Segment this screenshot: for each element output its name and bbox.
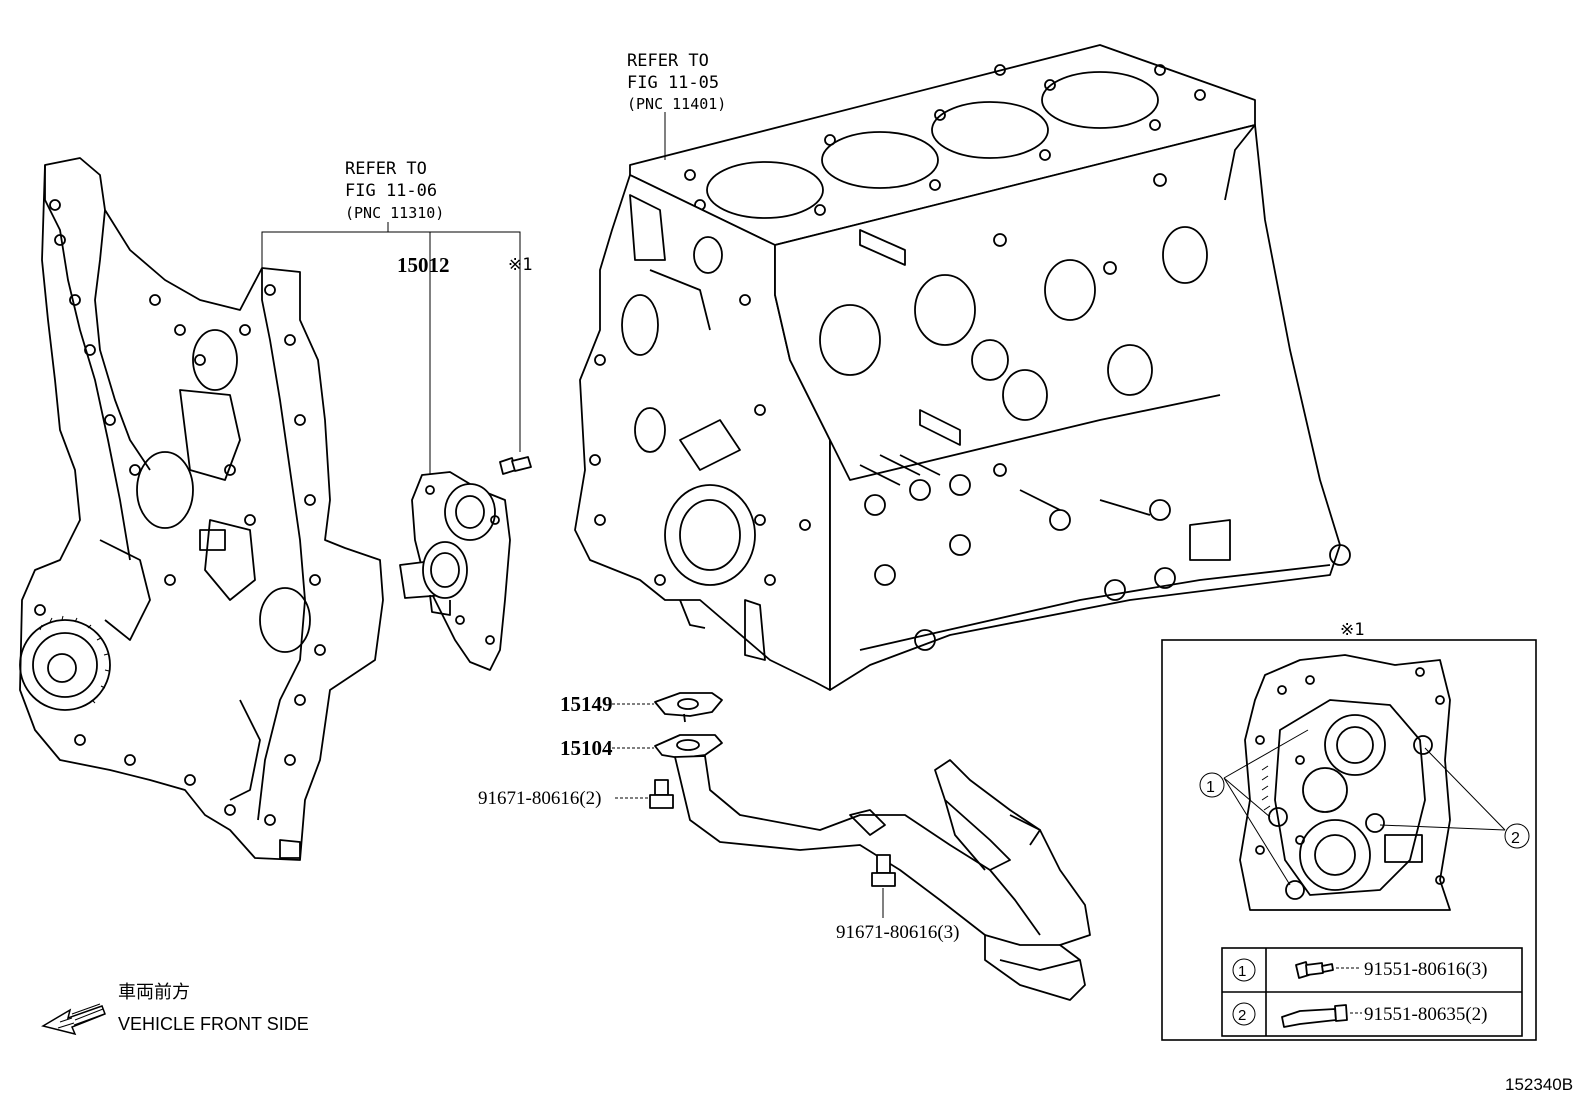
detail-title: ※1 bbox=[1340, 620, 1364, 640]
oil-strainer-15104 bbox=[654, 734, 1091, 1001]
diagram-id: 152340B bbox=[1505, 1075, 1573, 1094]
bolt-91671-80616-3 bbox=[871, 854, 896, 887]
ref-block-line1: REFER TO bbox=[627, 51, 709, 71]
ref-cover-line3: (PNC 11310) bbox=[345, 204, 444, 222]
table-row-2-index: 2 bbox=[1238, 1007, 1246, 1024]
ref-cover-label: REFER TO FIG 11-06 (PNC 11310) bbox=[345, 159, 444, 222]
bolt-91671-80616-2 bbox=[649, 779, 674, 809]
ref-block-label: REFER TO FIG 11-05 (PNC 11401) bbox=[627, 51, 726, 113]
part-number-15104: 15104 bbox=[560, 736, 613, 760]
ref-block-line2: FIG 11-05 bbox=[627, 73, 719, 93]
table-row-2-part: 91551-80635(2) bbox=[1364, 1004, 1487, 1025]
water-pump-bolt bbox=[499, 456, 532, 475]
table-row-1-index: 1 bbox=[1238, 963, 1246, 980]
ref-block-line3: (PNC 11401) bbox=[627, 95, 726, 113]
note-mark-1: ※1 bbox=[508, 255, 532, 275]
part-number-bolt-a: 91671-80616(2) bbox=[478, 788, 601, 809]
front-label-en: VEHICLE FRONT SIDE bbox=[118, 1014, 309, 1034]
gasket-15149 bbox=[654, 692, 723, 723]
ref-bracket-cover bbox=[261, 222, 521, 476]
part-number-bolt-b: 91671-80616(3) bbox=[836, 922, 959, 943]
ref-cover-line1: REFER TO bbox=[345, 159, 427, 179]
water-pump bbox=[399, 471, 511, 671]
callout-2: 2 bbox=[1511, 830, 1520, 847]
front-arrow-icon bbox=[41, 1003, 106, 1036]
timing-cover bbox=[19, 157, 384, 861]
part-number-15012: 15012 bbox=[397, 253, 450, 277]
cylinder-block bbox=[574, 44, 1351, 691]
detail-box bbox=[1161, 639, 1537, 1041]
callout-1: 1 bbox=[1206, 779, 1215, 796]
ref-cover-line2: FIG 11-06 bbox=[345, 181, 437, 201]
table-row-1-part: 91551-80616(3) bbox=[1364, 959, 1487, 980]
front-label-jp: 車両前方 bbox=[118, 982, 190, 1002]
part-number-15149: 15149 bbox=[560, 692, 613, 716]
